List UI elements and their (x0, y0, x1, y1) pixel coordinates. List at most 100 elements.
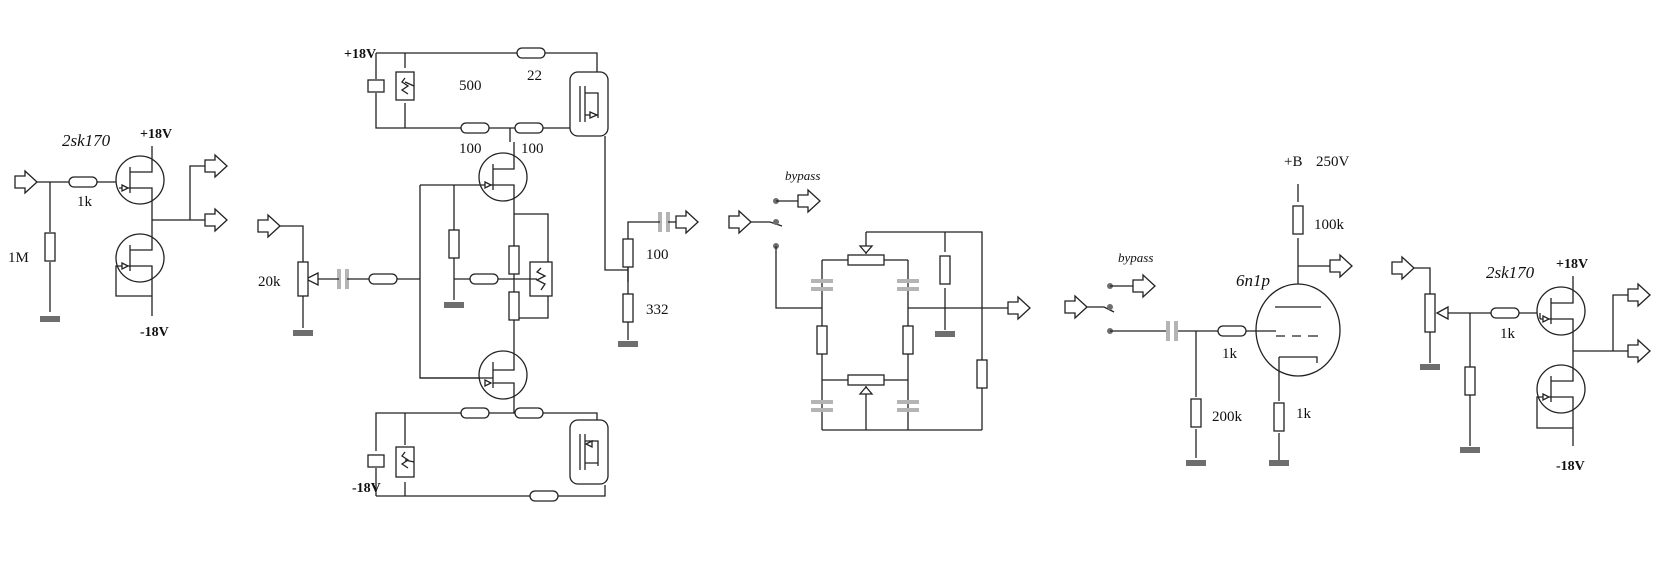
stage3-r-out (976, 359, 988, 389)
stage1-r-input (44, 232, 56, 262)
stage5-pot (1424, 293, 1436, 333)
stage5-input-port (1391, 256, 1415, 280)
stage5-ground (1460, 447, 1480, 453)
stage2-r-bias-bottom (508, 291, 520, 321)
stage2-r-500-label: 500 (459, 78, 482, 94)
stage4-r-plate (1292, 205, 1304, 235)
stage2-r-bottom-a (460, 407, 490, 419)
stage3-bypass-label: bypass (785, 168, 820, 183)
stage3-bypass-port (797, 189, 821, 213)
stage2-r-out-b-label: 332 (646, 302, 669, 318)
stage2-jfet-bottom (478, 350, 528, 400)
stage2-neg-rail: -18V (352, 481, 381, 496)
stage4-ground-leak (1186, 460, 1206, 466)
stage3-r-shunt (939, 255, 951, 285)
stage2-r-bias-mid (469, 273, 499, 285)
stage4-bypass-port (1132, 274, 1156, 298)
stage2-r-top-a (460, 122, 490, 134)
stage2-trimmer-top (395, 71, 415, 101)
stage4-tube: bypass 6n1p +B 250V 100k 1k 200k 1k (1064, 154, 1353, 466)
stage1-transistor-label: 2sk170 (62, 131, 111, 150)
stage5-jfet-lower (1536, 364, 1586, 414)
stage2-mosfet-bottom (569, 419, 609, 485)
stage5-ground-pot (1420, 364, 1440, 370)
stage1-neg-rail: -18V (140, 325, 169, 340)
stage1-output-port-b (204, 208, 228, 232)
stage2-ground-pot (293, 330, 313, 336)
stage4-output-port (1329, 254, 1353, 278)
stage4-r-leak (1190, 398, 1202, 428)
stage2-r-22 (516, 47, 546, 59)
stage1-r-input-label: 1M (8, 250, 29, 266)
stage5-buffer: 2sk170 +18V -18V 1k (1391, 256, 1651, 474)
stage1-buffer: 2sk170 +18V -18V 1k 1M (8, 127, 228, 340)
stage4-input-port (1064, 295, 1088, 319)
stage5-transistor-label: 2sk170 (1486, 263, 1535, 282)
stage5-jfet-upper (1536, 286, 1586, 336)
stage5-output-port-b (1627, 339, 1651, 363)
stage4-switch-contact-b (1107, 304, 1113, 310)
stage4-r-cathode-label: 1k (1296, 406, 1312, 422)
stage2-r-bottom-rail (529, 490, 559, 502)
stage2-r-bottom-b (514, 407, 544, 419)
stage4-cap-input (1166, 319, 1178, 343)
stage5-pos-rail: +18V (1556, 257, 1588, 272)
stage2-r-top-b (514, 122, 544, 134)
stage3-pot-top (847, 254, 885, 266)
stage1-r-series (68, 176, 98, 188)
stage4-r-plate-label: 100k (1314, 217, 1345, 233)
stage3-r-right (902, 325, 914, 355)
stage1-r-series-label: 1k (77, 194, 93, 210)
stage1-jfet-lower (115, 233, 165, 283)
stage2-pot (297, 261, 309, 297)
stage1-output-port-a (204, 154, 228, 178)
stage4-triode (1255, 283, 1341, 377)
stage2-ground-output (618, 341, 638, 347)
stage2-cap-output (658, 210, 670, 234)
stage2-r-out-b (622, 293, 634, 323)
stage3-switch-contact-b (773, 219, 779, 225)
stage4-bypass-label: bypass (1118, 250, 1153, 265)
stage5-r-series (1490, 307, 1520, 319)
stage2-r-bias-left (448, 229, 460, 259)
stage1-input-port (14, 170, 38, 194)
stage3-ground (935, 331, 955, 337)
stage1-jfet-upper (115, 155, 165, 205)
stage1-ground (40, 316, 60, 322)
stage2-cap-bottom (367, 454, 385, 468)
stage5-r-shunt (1464, 366, 1476, 396)
stage3-output-port (1007, 296, 1031, 320)
stage3-r-left (816, 325, 828, 355)
stage4-tube-label: 6n1p (1236, 271, 1270, 290)
stage1-pos-rail: +18V (140, 127, 172, 142)
stage2-cap-top (367, 79, 385, 93)
stage3-pot-bottom (847, 374, 885, 386)
stage4-ground-cathode (1269, 460, 1289, 466)
stage2-r-top-a-label: 100 (459, 141, 482, 157)
stage2-r-gate (368, 273, 398, 285)
stage5-r-series-label: 1k (1500, 326, 1516, 342)
stage2-pos-rail: +18V (344, 47, 376, 62)
stage5-neg-rail: -18V (1556, 459, 1585, 474)
stage3-filter: bypass (728, 168, 1031, 431)
stage2-r-bias-top (508, 245, 520, 275)
stage2-jfet-top (478, 152, 528, 202)
stage4-r-cathode (1273, 402, 1285, 432)
stage2-r-out-a (622, 238, 634, 268)
stage2-cap-input (337, 267, 349, 291)
stage2-r-22-label: 22 (527, 68, 542, 84)
stage4-r-leak-label: 200k (1212, 409, 1243, 425)
stage5-output-port-a (1627, 283, 1651, 307)
stage2-input-port (257, 214, 281, 238)
stage2-amplifier: +18V -18V 22 500 100 100 100 332 20k (257, 47, 699, 502)
stage3-input-port (728, 210, 752, 234)
stage2-r-top-b-label: 100 (521, 141, 544, 157)
stage4-r-grid (1217, 325, 1247, 337)
stage4-supply-b: 250V (1316, 154, 1350, 170)
stage2-pot-label: 20k (258, 274, 281, 290)
stage4-supply-a: +B (1284, 154, 1302, 170)
stage4-r-grid-label: 1k (1222, 346, 1238, 362)
stage2-output-port (675, 210, 699, 234)
stage2-r-out-a-label: 100 (646, 247, 669, 263)
